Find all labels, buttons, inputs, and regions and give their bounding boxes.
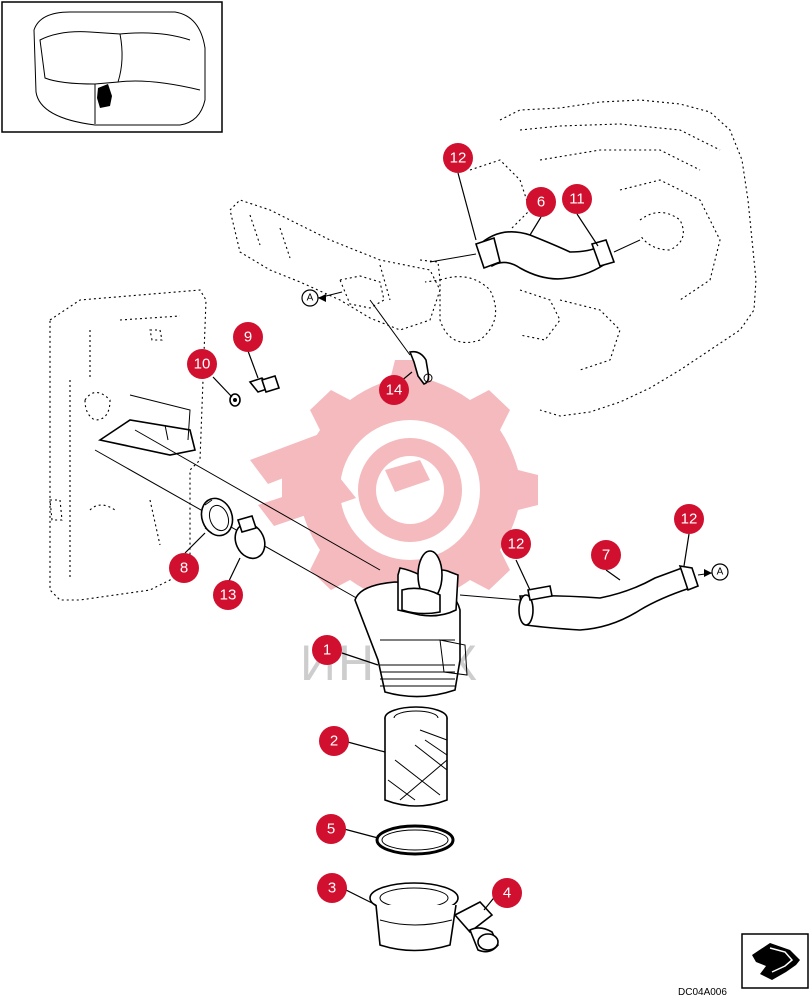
svg-text:4: 4 [503,885,511,902]
callout-1: 1 [312,635,342,665]
callout-9: 9 [233,322,263,352]
callout-8: 8 [169,553,199,583]
inset-thumbnail [1,1,223,133]
callout-6: 6 [526,187,556,217]
leader-lines [184,172,690,911]
svg-text:1: 1 [323,642,331,659]
evacuator-valve [453,901,499,953]
dust-cup [369,882,459,952]
svg-text:A: A [717,567,724,578]
bolt-9 [248,375,281,393]
svg-text:5: 5 [327,821,335,838]
direction-arrow-icon [741,933,809,989]
callout-11: 11 [562,184,592,214]
watermark-logo: ИНТЕХ [250,360,538,691]
callout-2: 2 [319,726,349,756]
callout-12c: 12 [674,504,704,534]
callout-7: 7 [591,540,621,570]
callout-10: 10 [187,349,217,379]
svg-text:12: 12 [681,511,698,528]
svg-text:6: 6 [537,194,545,211]
reference-a-upper: A [301,289,343,307]
reference-a-lower: A [697,563,729,581]
air-cleaner-housing [354,550,521,698]
filter-element [384,706,448,807]
clamp-13 [234,515,266,560]
callout-13: 13 [213,580,243,610]
svg-text:3: 3 [328,880,336,897]
lower-intake-hose [518,564,699,631]
callouts: 12 6 11 9 10 14 12 12 7 8 13 1 2 5 3 4 [169,143,704,908]
callout-5: 5 [316,814,346,844]
seal-8 [200,497,234,537]
clip-14 [369,299,433,385]
svg-text:12: 12 [508,536,525,553]
o-ring [375,824,455,856]
radiator-frame [49,289,207,601]
svg-text:10: 10 [194,356,211,373]
svg-text:2: 2 [330,733,338,750]
callout-14: 14 [379,375,409,405]
svg-text:12: 12 [450,150,467,167]
drawing-code: DC04A006 [678,987,727,998]
washer-10 [229,393,241,407]
engine-block [229,99,757,417]
svg-text:9: 9 [244,329,252,346]
callout-12a: 12 [443,143,473,173]
svg-text:A: A [307,293,314,304]
svg-text:11: 11 [569,191,585,208]
callout-3: 3 [317,873,347,903]
callout-4: 4 [492,878,522,908]
svg-text:13: 13 [220,587,237,604]
callout-12b: 12 [501,529,531,559]
svg-text:8: 8 [180,560,188,577]
upper-intake-hose [429,231,641,280]
svg-text:7: 7 [602,547,610,564]
svg-text:14: 14 [386,382,403,399]
